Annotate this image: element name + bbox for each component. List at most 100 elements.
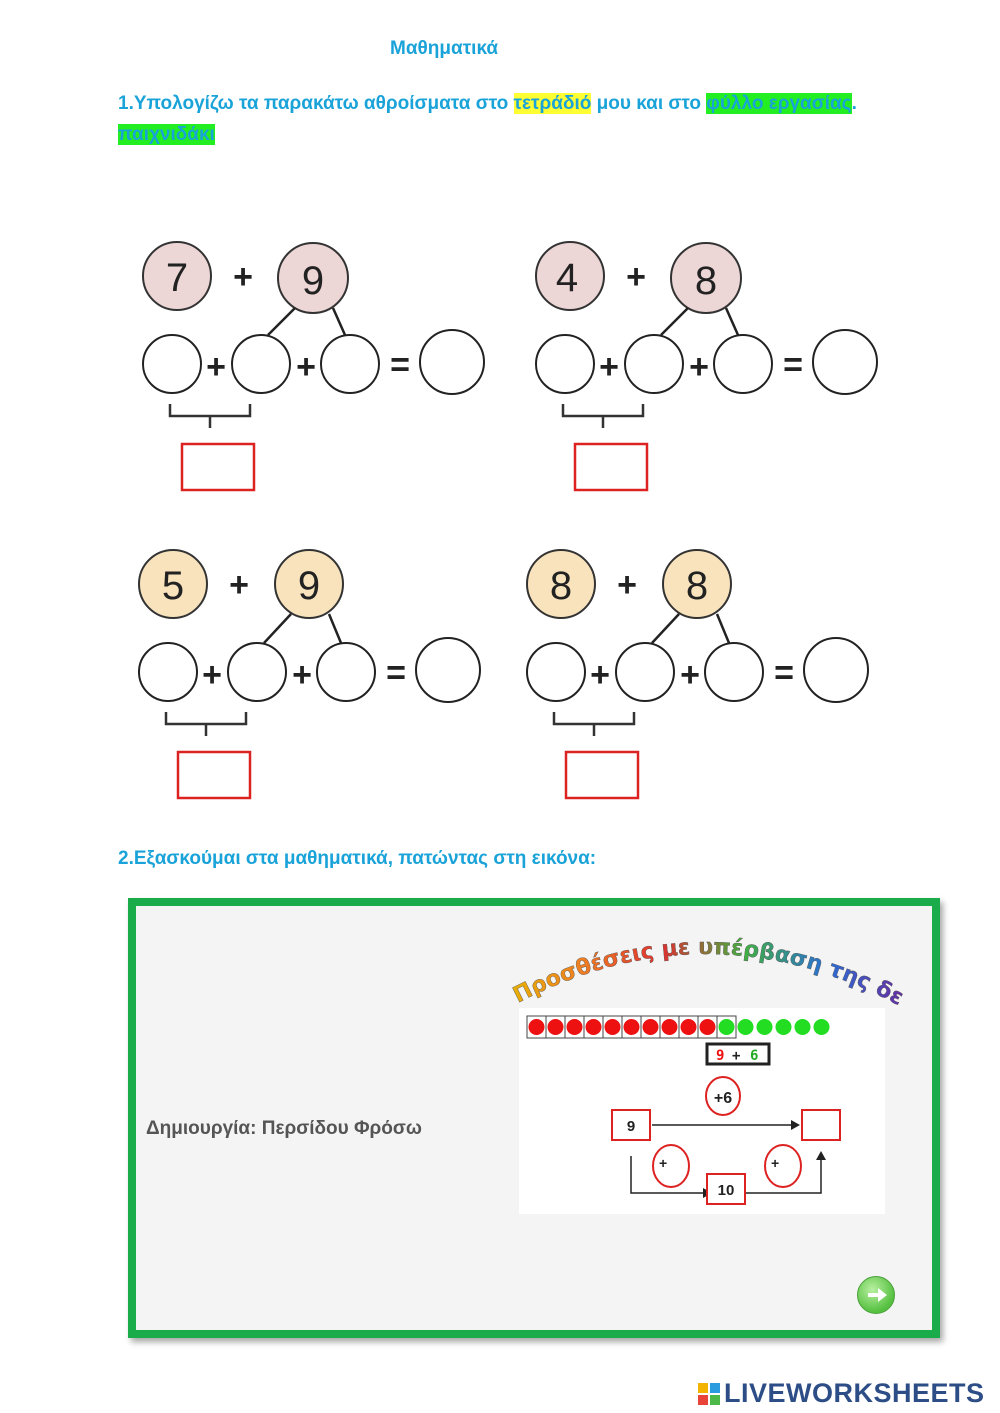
bracket <box>552 712 636 736</box>
arrow-head-icon <box>791 1120 800 1130</box>
answer-circle[interactable] <box>535 334 595 394</box>
red-bead <box>528 1019 545 1035</box>
plus-sign: + <box>689 348 709 386</box>
red-bead <box>566 1019 583 1035</box>
mid-number: 10 <box>718 1182 735 1199</box>
exercise-1: 7 + 9 + + = <box>140 238 500 508</box>
split-line-left <box>660 307 689 336</box>
equals-sign: = <box>774 654 794 692</box>
plus-sign: + <box>680 656 700 694</box>
plus-sign: + <box>233 258 253 296</box>
result-circle[interactable] <box>415 637 481 703</box>
path-right <box>746 1158 822 1194</box>
logo-text: LIVEWORKSHEETS <box>724 1378 985 1408</box>
game-link-panel[interactable]: Προσθέσεις με υπέρβαση της δεκάδας Δημιο… <box>128 898 940 1338</box>
green-bead <box>775 1019 792 1035</box>
game-title-text: Προσθέσεις με υπέρβαση της δεκάδας <box>506 914 906 1011</box>
partial-sum-box[interactable] <box>573 442 649 492</box>
partial-sum-box[interactable] <box>176 750 252 800</box>
split-line-left <box>267 307 296 336</box>
arrow-head-icon <box>816 1151 826 1160</box>
task-1-highlight-worksheet: φύλλο εργασίας <box>706 93 852 114</box>
addend-b: 9 <box>298 564 320 608</box>
addend-a-circle <box>526 549 596 619</box>
partial-sum-box[interactable] <box>180 442 256 492</box>
path-left <box>630 1156 705 1194</box>
addend-b: 8 <box>686 564 708 608</box>
red-bead <box>642 1019 659 1035</box>
addend-b-circle <box>277 242 349 314</box>
answer-circle[interactable] <box>320 334 380 394</box>
addend-a: 5 <box>162 564 184 608</box>
addend-a: 7 <box>166 256 188 300</box>
exercise-4: 8 + 8 + + = <box>524 546 884 816</box>
exercise-2: 4 + 8 + + = <box>533 238 893 508</box>
result-circle[interactable] <box>419 329 485 395</box>
answer-circle[interactable] <box>615 642 675 702</box>
game-preview-diagram: 9 + 6 +6 9 10 + + <box>526 1015 841 1205</box>
addend-a-circle <box>142 241 212 311</box>
addend-b: 9 <box>302 259 324 303</box>
answer-circle[interactable] <box>316 642 376 702</box>
bracket <box>168 404 252 428</box>
answer-circle[interactable] <box>624 334 684 394</box>
addend-a: 8 <box>550 564 572 608</box>
split-line-left <box>263 613 292 644</box>
expression-b: 6 <box>750 1048 758 1064</box>
green-bead <box>718 1019 735 1035</box>
equals-sign: = <box>390 346 410 384</box>
equals-sign: = <box>386 654 406 692</box>
result-box[interactable] <box>801 1109 841 1141</box>
game-preview-image: 9 + 6 +6 9 10 + + <box>519 1008 885 1214</box>
exercise-diagram: 7 + 9 + + = <box>142 241 485 492</box>
task-1-highlight-game: παιχνιδάκι <box>118 124 215 145</box>
mid-number-box <box>706 1173 746 1205</box>
split-line-left <box>651 613 680 644</box>
bracket <box>561 404 645 428</box>
result-circle[interactable] <box>812 329 878 395</box>
answer-circle[interactable] <box>231 334 291 394</box>
green-bead <box>794 1019 811 1035</box>
green-bead <box>813 1019 830 1035</box>
red-bead <box>699 1019 716 1035</box>
addend-b-circle <box>662 549 732 619</box>
red-bead <box>604 1019 621 1035</box>
red-bead <box>585 1019 602 1035</box>
task-1-text-b: μου και στο <box>591 93 707 114</box>
addend-b: 8 <box>695 259 717 303</box>
plus-sign: + <box>292 656 312 694</box>
page-title: Μαθηματικά <box>390 38 499 59</box>
plus-six-circle <box>705 1076 741 1116</box>
exercise-diagram: 4 + 8 + + = <box>535 241 878 492</box>
answer-circle[interactable] <box>704 642 764 702</box>
red-bead <box>547 1019 564 1035</box>
answer-circle[interactable] <box>526 642 586 702</box>
expression-plus: + <box>732 1048 740 1064</box>
liveworksheets-logo: LIVEWORKSHEETS <box>698 1378 985 1409</box>
exercise-diagram: 5 + 9 + + = <box>138 549 481 800</box>
bead-row <box>526 1015 830 1039</box>
addend-a: 4 <box>556 256 578 300</box>
expression-box <box>705 1042 771 1066</box>
answer-circle[interactable] <box>227 642 287 702</box>
step-circle-left[interactable] <box>652 1144 690 1188</box>
addend-a-circle <box>535 241 605 311</box>
answer-circle[interactable] <box>713 334 773 394</box>
exercise-3: 5 + 9 + + = <box>136 546 496 816</box>
addend-b-circle <box>274 549 344 619</box>
creator-credit: Δημιουργία: Περσίδου Φρόσω <box>146 1118 422 1139</box>
partial-sum-box[interactable] <box>564 750 640 800</box>
step-circle-right[interactable] <box>764 1144 802 1188</box>
split-line-right <box>331 307 347 336</box>
bracket <box>164 712 248 736</box>
split-line-right <box>327 613 343 644</box>
answer-circle[interactable] <box>138 642 198 702</box>
plus-sign: + <box>206 348 226 386</box>
game-title-arc: Προσθέσεις με υπέρβαση της δεκάδας <box>506 914 906 1011</box>
equals-sign: = <box>783 346 803 384</box>
result-circle[interactable] <box>803 637 869 703</box>
next-arrow-button[interactable] <box>857 1276 895 1314</box>
plus-sign: + <box>296 348 316 386</box>
task-1-highlight-notebook: τετράδιό <box>513 93 592 114</box>
answer-circle[interactable] <box>142 334 202 394</box>
